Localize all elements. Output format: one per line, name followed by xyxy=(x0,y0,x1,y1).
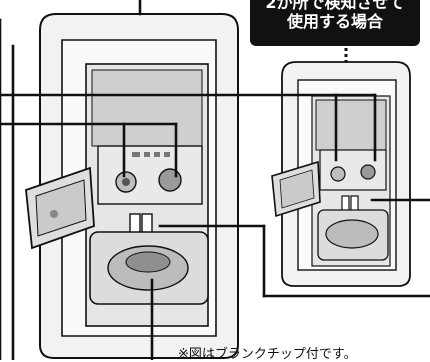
callout-box: 2か所で検知させて 使用する場合 xyxy=(250,0,420,46)
figure-note: ※図はブランクチップ付です。 xyxy=(178,347,357,362)
callout-line-2: 使用する場合 xyxy=(286,12,383,31)
callout-line-1: 2か所で検知させて xyxy=(265,0,405,12)
large-switch-unit xyxy=(25,13,239,359)
